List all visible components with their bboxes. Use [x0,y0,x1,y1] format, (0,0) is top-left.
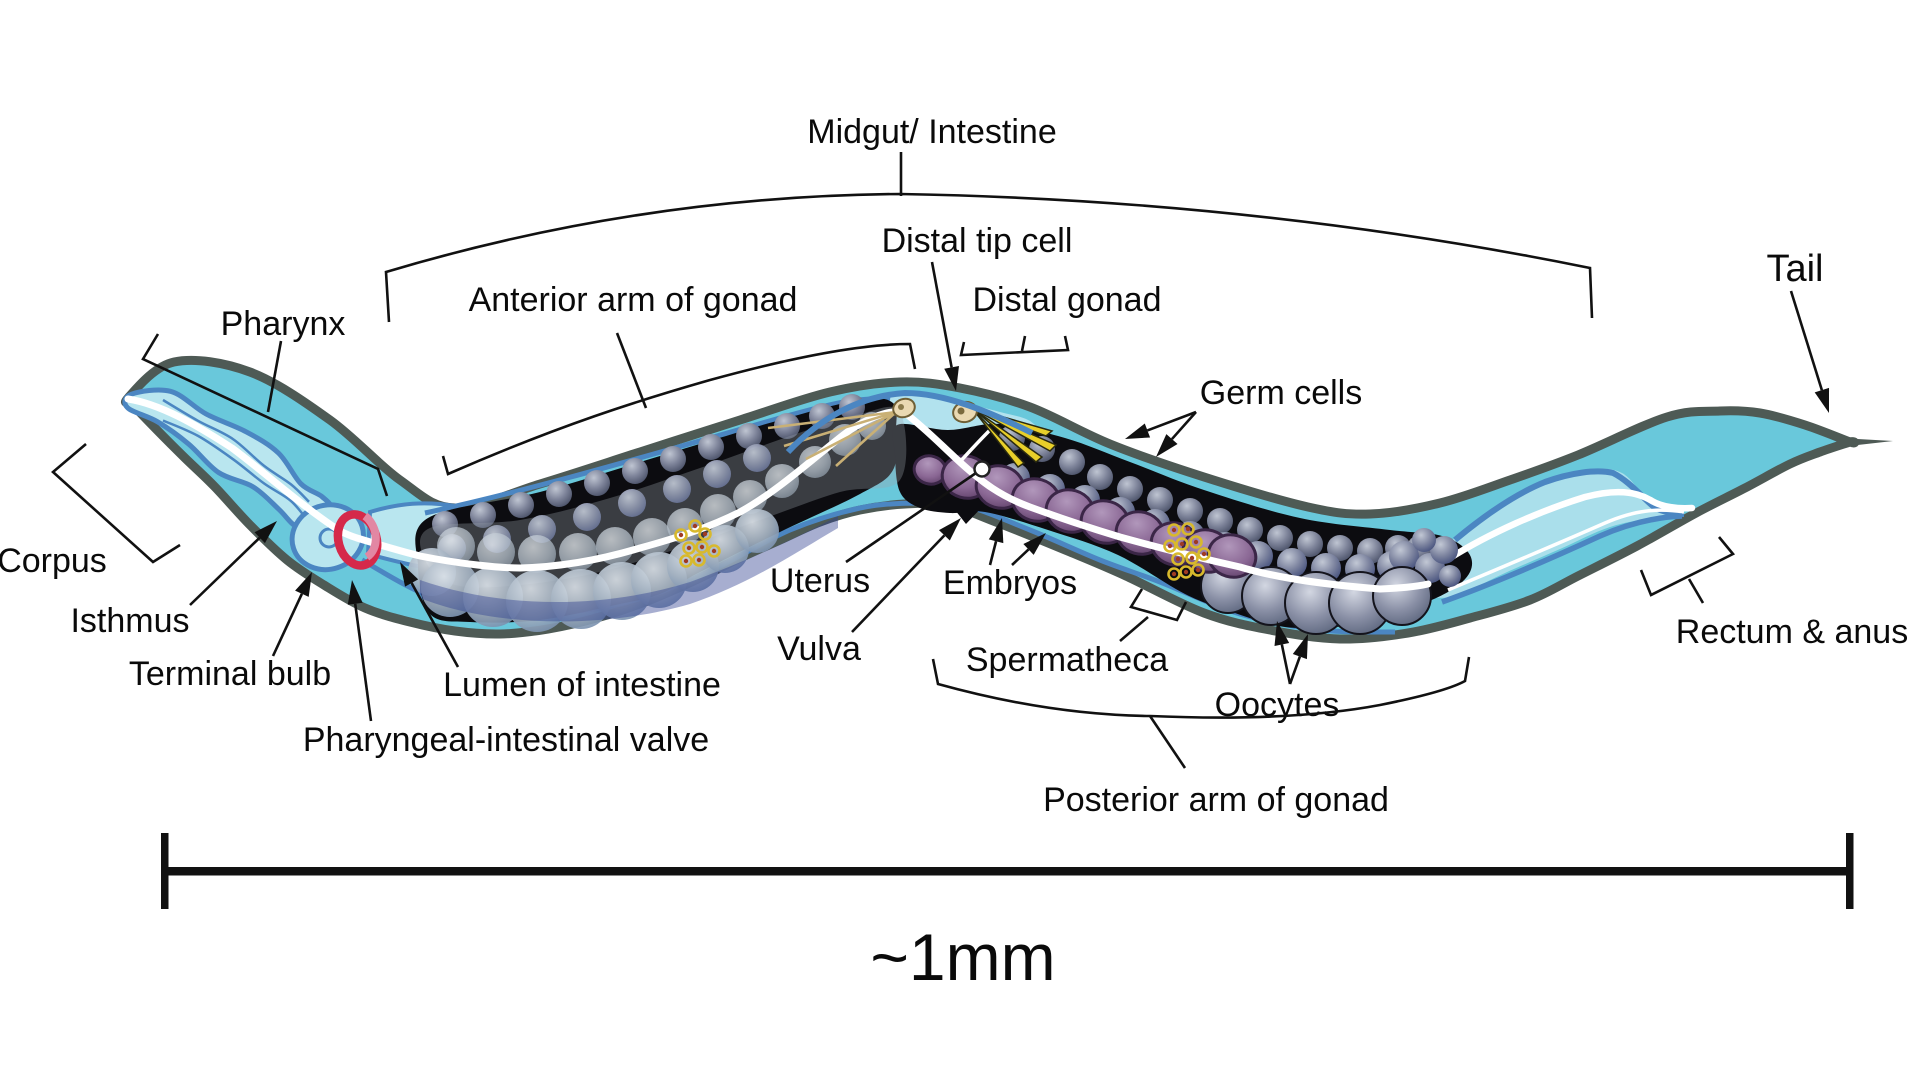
svg-text:~1mm: ~1mm [870,920,1055,994]
svg-text:Distal gonad: Distal gonad [972,281,1161,319]
svg-text:Distal tip cell: Distal tip cell [882,222,1073,260]
svg-text:Midgut/ Intestine: Midgut/ Intestine [807,113,1056,151]
svg-text:Spermatheca: Spermatheca [966,641,1168,679]
svg-text:Posterior arm of gonad: Posterior arm of gonad [1043,781,1389,819]
svg-text:Germ cells: Germ cells [1200,374,1362,412]
svg-text:Lumen of intestine: Lumen of intestine [443,666,721,704]
svg-text:Isthmus: Isthmus [70,602,189,640]
svg-text:Pharynx: Pharynx [221,305,346,343]
svg-text:Anterior arm of gonad: Anterior arm of gonad [469,281,798,319]
svg-text:Terminal bulb: Terminal bulb [129,655,331,693]
svg-text:Uterus: Uterus [770,562,870,600]
svg-text:Rectum & anus: Rectum & anus [1676,613,1908,651]
svg-text:Vulva: Vulva [777,630,861,668]
svg-text:Corpus: Corpus [0,542,107,580]
svg-text:Embryos: Embryos [943,564,1077,602]
svg-text:Tail: Tail [1766,248,1823,290]
svg-text:Pharyngeal-intestinal valve: Pharyngeal-intestinal valve [303,721,709,759]
